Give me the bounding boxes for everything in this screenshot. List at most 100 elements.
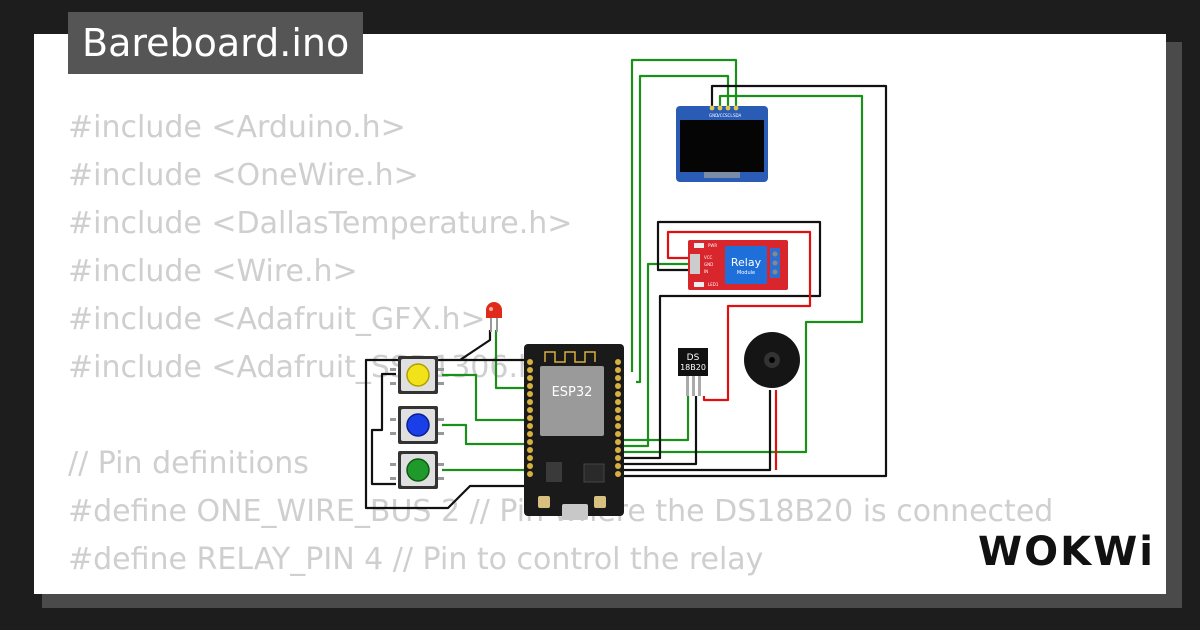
button-leg (390, 477, 396, 480)
wire-button-blue (442, 423, 528, 446)
button-leg (438, 382, 444, 385)
esp32-pin (615, 471, 621, 477)
esp32-pin (615, 431, 621, 437)
wire-buzzer-gnd (622, 390, 772, 472)
oled-display: GND VCC SCL SDA (676, 105, 768, 182)
wire-button-yellow (442, 373, 528, 422)
code-listing: #include <Arduino.h>#include <OneWire.h>… (68, 104, 1053, 594)
ds18b20-sensor: DS 18B20 (678, 348, 708, 396)
button-leg (438, 432, 444, 435)
code-line: #define RELAY_PIN 4 // Pin to control th… (68, 542, 764, 577)
code-line: #include <Wire.h> (68, 254, 358, 289)
led-dome (486, 302, 502, 318)
wire-relay-gnd (622, 220, 822, 460)
led-leg (490, 316, 492, 332)
wire-led (494, 330, 528, 390)
oled-pin-label: GND (709, 113, 718, 118)
oled-ribbon (704, 172, 740, 178)
usb-port (562, 504, 588, 520)
code-line: #define ONE_WIRE_BUS 2 // Pin where the … (68, 494, 1054, 529)
ds18b20-leg (686, 376, 689, 396)
esp32-pin (527, 455, 533, 461)
esp32-pin (527, 423, 533, 429)
led-red (486, 302, 502, 332)
preview-card: #include <Arduino.h>#include <OneWire.h>… (34, 34, 1166, 594)
esp32-pin (615, 383, 621, 389)
button-cap (406, 458, 430, 482)
button-leg (438, 477, 444, 480)
code-line: #include <Adafruit_SSD1306.h> (68, 350, 563, 385)
ds18b20-body (678, 348, 708, 376)
relay-sublabel: Module (737, 270, 755, 276)
relay-body (725, 246, 767, 284)
relay-module: Relay Module VCC GND IN PWR LED1 (688, 240, 788, 290)
code-line: #include <Arduino.h> (68, 110, 406, 145)
buzzer-hole (769, 357, 775, 363)
wokwi-logo: WOKWi (978, 529, 1155, 575)
wire-relay-vcc (666, 230, 812, 290)
relay-led-label: LED1 (708, 282, 719, 287)
code-line: // Pin definitions (68, 446, 309, 481)
esp32-button-boot (538, 496, 550, 508)
pushbutton-blue (390, 406, 444, 444)
relay-screw (772, 251, 778, 257)
ds18b20-leg (698, 376, 701, 396)
oled-pin-sda (733, 105, 739, 111)
relay-screw (772, 269, 778, 275)
relay-led-pwr (694, 243, 704, 248)
wire-ds18b20-gnd (622, 396, 698, 466)
relay-screw (772, 260, 778, 266)
wire-relay-in (622, 262, 690, 448)
oled-screen (680, 120, 764, 172)
wire-oled-gnd (622, 84, 888, 478)
esp32-pin (615, 447, 621, 453)
esp32-pin (615, 391, 621, 397)
button-cap (406, 413, 430, 437)
esp32-pin (527, 391, 533, 397)
esp32-pin (615, 359, 621, 365)
esp32-button-en (594, 496, 606, 508)
button-leg (438, 418, 444, 421)
oled-pin-label: SDA (733, 113, 742, 118)
esp32-pin (527, 359, 533, 365)
esp32-antenna (544, 351, 596, 363)
relay-header (690, 254, 700, 274)
oled-pin-gnd (709, 105, 715, 111)
code-line: #define CoolDownPin 12 // Cool down pin (68, 584, 1053, 594)
wire-ds18b20-data (622, 396, 690, 442)
wire-buttons-gnd (364, 358, 528, 510)
wire-buttons-gnd-b (370, 372, 396, 486)
button-cap (406, 363, 430, 387)
wire-oled-vcc (622, 94, 864, 454)
code-line: #include <Adafruit_GFX.h> (68, 302, 486, 337)
esp32-pin (527, 399, 533, 405)
wire-led-gnd (459, 330, 492, 361)
wire-oled-sda (630, 58, 738, 372)
esp32-pin (615, 399, 621, 405)
relay-pin-label: GND (704, 262, 713, 267)
led-highlight (489, 307, 493, 311)
button-leg (438, 463, 444, 466)
esp32-pin (615, 439, 621, 445)
button-leg (390, 463, 396, 466)
button-leg (390, 382, 396, 385)
button-leg (390, 432, 396, 435)
project-title: Bareboard.ino (68, 12, 364, 74)
esp32-pin (527, 471, 533, 477)
esp32-pin (615, 415, 621, 421)
oled-pin-label: VCC (717, 113, 726, 118)
oled-pin-label: SCL (725, 113, 733, 118)
esp32-pin (527, 463, 533, 469)
relay-label: Relay (731, 256, 762, 269)
ds18b20-leg (692, 376, 695, 396)
esp32-pin (615, 423, 621, 429)
esp32-pin (527, 447, 533, 453)
esp32-pin (527, 415, 533, 421)
esp32-pin (527, 431, 533, 437)
esp32-module (540, 366, 604, 436)
led-leg (496, 316, 498, 332)
esp32-label: ESP32 (552, 385, 593, 400)
wire-ds18b20-vcc (702, 290, 812, 402)
relay-led-1 (694, 282, 704, 287)
relay-pin-label: IN (704, 269, 708, 274)
